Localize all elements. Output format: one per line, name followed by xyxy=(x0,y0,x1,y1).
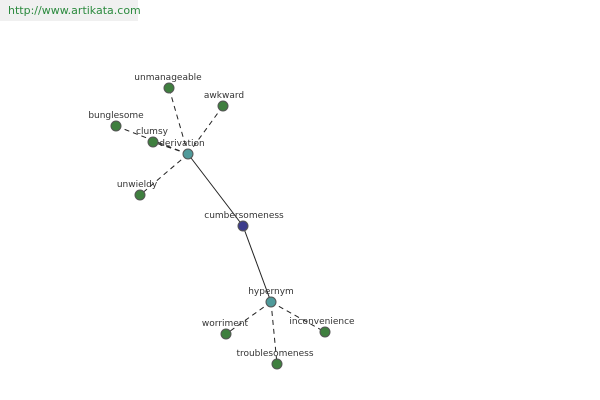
edge-derivation-clumsy xyxy=(152,141,189,155)
node-awkward[interactable] xyxy=(217,100,229,112)
site-url-link[interactable]: http://www.artikata.com xyxy=(8,4,141,17)
node-clumsy[interactable] xyxy=(147,136,159,148)
edge-hypernym-troublesomeness xyxy=(270,301,278,365)
edge-derivation-unmanageable xyxy=(168,87,189,155)
label-derivation: derivation xyxy=(159,139,205,149)
node-inconvenience[interactable] xyxy=(319,326,331,338)
label-awkward: awkward xyxy=(204,91,244,101)
node-unwieldy[interactable] xyxy=(134,189,146,201)
url-banner: http://www.artikata.com xyxy=(0,0,141,21)
label-troublesomeness: troublesomeness xyxy=(236,349,313,359)
label-cumbersomeness: cumbersomeness xyxy=(204,211,284,221)
label-bunglesome: bunglesome xyxy=(88,111,144,121)
label-unwieldy: unwieldy xyxy=(117,180,158,190)
edge-hypernym-inconvenience xyxy=(270,301,326,333)
node-cumbersomeness[interactable] xyxy=(237,220,249,232)
label-worriment: worriment xyxy=(202,319,249,329)
edge-root-derivation xyxy=(187,153,244,227)
node-unmanageable[interactable] xyxy=(163,82,175,94)
node-hypernym[interactable] xyxy=(265,296,277,308)
label-inconvenience: inconvenience xyxy=(289,317,355,327)
edge-hypernym-worriment xyxy=(225,301,272,335)
node-troublesomeness[interactable] xyxy=(271,358,283,370)
node-worriment[interactable] xyxy=(220,328,232,340)
edge-root-hypernym xyxy=(242,225,272,303)
label-hypernym: hypernym xyxy=(248,287,294,297)
label-clumsy: clumsy xyxy=(136,127,169,137)
node-derivation[interactable] xyxy=(182,148,194,160)
edge-derivation-awkward xyxy=(187,105,224,155)
edge-derivation-unwieldy xyxy=(139,153,189,196)
label-unmanageable: unmanageable xyxy=(134,73,202,83)
node-bunglesome[interactable] xyxy=(110,120,122,132)
